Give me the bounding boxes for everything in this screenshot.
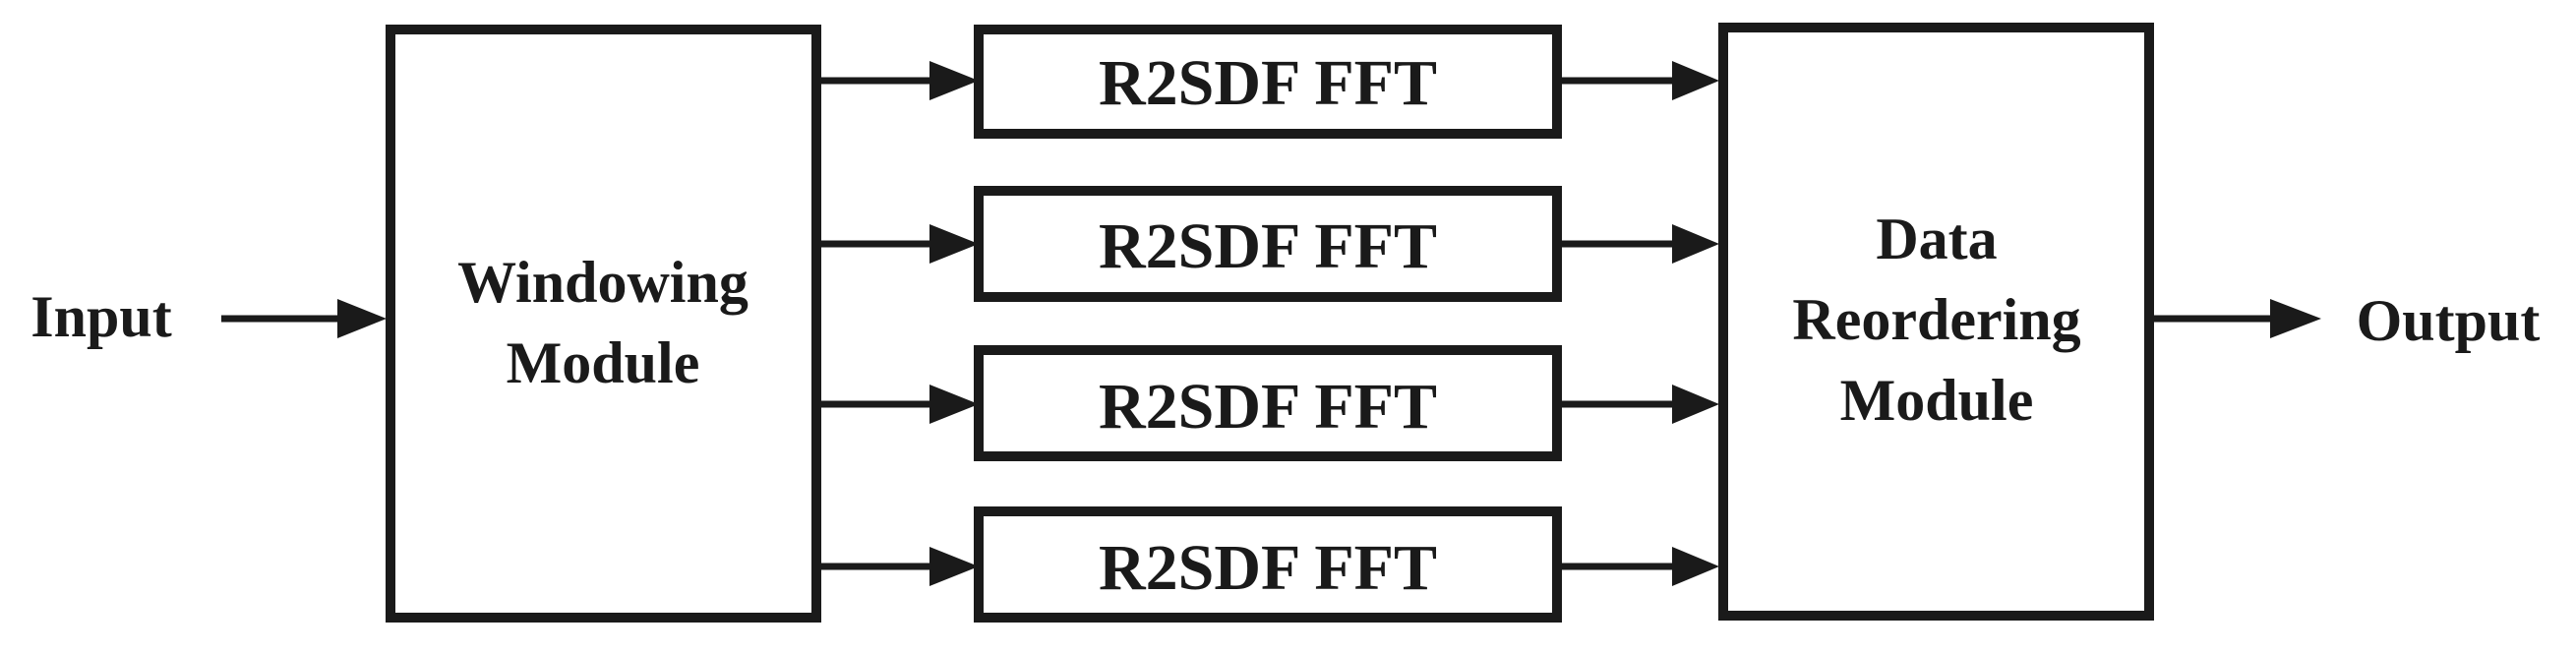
- fft-label-4: R2SDF FFT: [1099, 532, 1437, 604]
- windowing-label-line-2: Module: [507, 330, 700, 395]
- reordering-module: Data Reordering Module: [1718, 23, 2154, 621]
- fft-label-1: R2SDF FFT: [1099, 47, 1437, 119]
- output-label: Output: [2357, 288, 2541, 353]
- output-arrow: [2152, 299, 2321, 338]
- input-label: Input: [30, 284, 171, 349]
- fft-block-1: R2SDF FFT: [974, 25, 1562, 139]
- fft-row-3: R2SDF FFT: [819, 345, 1719, 461]
- fft-row-4: R2SDF FFT: [819, 506, 1719, 623]
- fft-block-3: R2SDF FFT: [974, 345, 1562, 461]
- fft-block-4: R2SDF FFT: [974, 506, 1562, 623]
- fft-block-2: R2SDF FFT: [974, 186, 1562, 302]
- fft-label-3: R2SDF FFT: [1099, 371, 1437, 443]
- windowing-label-line-1: Windowing: [457, 250, 749, 315]
- reorder-label-line-3: Module: [1840, 368, 2034, 433]
- fft-row-1: R2SDF FFT: [819, 25, 1719, 139]
- reorder-label-line-2: Reordering: [1792, 287, 2080, 352]
- windowing-module: Windowing Module: [386, 25, 821, 623]
- fft-label-2: R2SDF FFT: [1099, 210, 1437, 282]
- input-arrow: [221, 299, 387, 338]
- fft-row-2: R2SDF FFT: [819, 186, 1719, 302]
- reorder-label-line-1: Data: [1876, 207, 1997, 271]
